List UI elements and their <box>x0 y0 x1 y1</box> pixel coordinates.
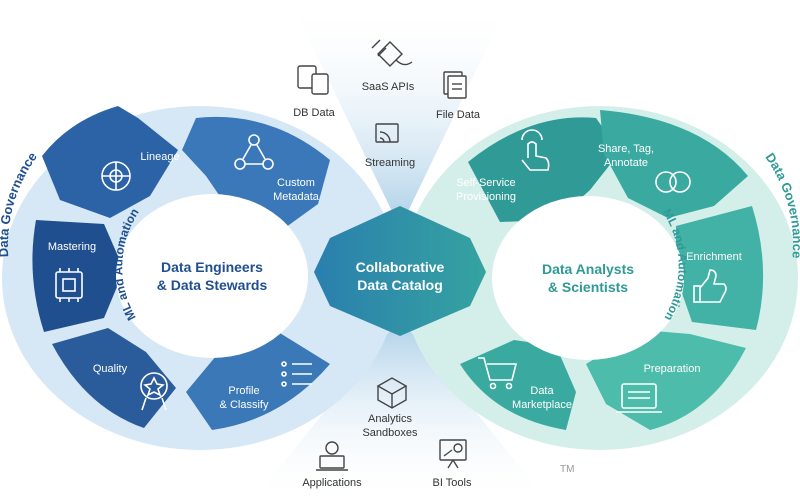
streaming-icon <box>375 123 399 143</box>
marketplace-label-1: Data <box>530 385 554 397</box>
mastering-label: Mastering <box>48 241 96 253</box>
applications-label: Applications <box>302 477 362 489</box>
files-icon <box>443 71 467 99</box>
left-hub-line1: Data Engineers <box>161 259 263 275</box>
chip-icon <box>55 268 83 302</box>
quality-label: Quality <box>93 363 128 375</box>
segment-share-tag[interactable] <box>600 110 748 218</box>
top-source-beam <box>290 0 510 228</box>
profile-label-1: Profile <box>228 385 259 397</box>
db-data-label: DB Data <box>293 107 335 119</box>
right-ring <box>460 110 764 430</box>
segment-custom-metadata[interactable] <box>182 116 330 230</box>
right-hub-line2: & Scientists <box>548 279 628 295</box>
lineage-label: Lineage <box>140 151 179 163</box>
bi-tools-label: BI Tools <box>433 477 472 489</box>
marketplace-label-2: Marketplace <box>512 399 572 411</box>
streaming-label: Streaming <box>365 157 415 169</box>
sandboxes-label-2: Sandboxes <box>362 427 418 439</box>
plug-icon <box>371 39 413 67</box>
center-line2: Data Catalog <box>357 277 443 293</box>
list-icon <box>281 361 312 387</box>
profile-label-2: & Classify <box>220 399 269 411</box>
center-line1: Collaborative <box>356 259 445 275</box>
right-hub-line1: Data Analysts <box>542 261 634 277</box>
graph-nodes-icon <box>234 134 274 170</box>
segment-preparation[interactable] <box>586 330 746 430</box>
self-service-label-2: Provisioning <box>456 191 516 203</box>
overlap-circles-icon <box>655 171 691 193</box>
bottom-consumer-beam <box>250 318 550 504</box>
network-icon <box>101 161 131 191</box>
segment-data-marketplace[interactable] <box>460 340 576 430</box>
database-icon <box>297 65 329 95</box>
share-label-1: Share, Tag, <box>598 143 654 155</box>
enrichment-label: Enrichment <box>686 251 742 263</box>
trademark-mark: TM <box>560 464 574 475</box>
award-badge-icon <box>140 372 168 411</box>
segment-lineage[interactable] <box>42 106 178 218</box>
preparation-label: Preparation <box>644 363 701 375</box>
file-data-label: File Data <box>436 109 481 121</box>
left-hub <box>116 194 308 358</box>
touch-hand-icon <box>521 129 550 171</box>
monitor-list-icon <box>616 383 662 413</box>
custom-metadata-label-1: Custom <box>277 177 315 189</box>
right-hub <box>492 196 684 360</box>
self-service-label-1: Self-Service <box>456 177 515 189</box>
custom-metadata-label-2: Metadata <box>273 191 320 203</box>
share-label-2: Annotate <box>604 157 648 169</box>
gear-laptop-icon <box>316 441 348 471</box>
segment-enrichment[interactable] <box>676 206 764 330</box>
saas-apis-label: SaaS APIs <box>362 81 415 93</box>
left-hub-line2: & Data Stewards <box>157 277 268 293</box>
thumbs-up-icon <box>693 269 727 303</box>
presentation-board-icon <box>439 439 467 469</box>
segment-mastering[interactable] <box>32 220 124 332</box>
sandboxes-label-1: Analytics <box>368 413 413 425</box>
open-box-icon <box>376 377 408 409</box>
shopping-cart-icon <box>478 357 518 390</box>
center-catalog-shape[interactable] <box>314 206 486 336</box>
